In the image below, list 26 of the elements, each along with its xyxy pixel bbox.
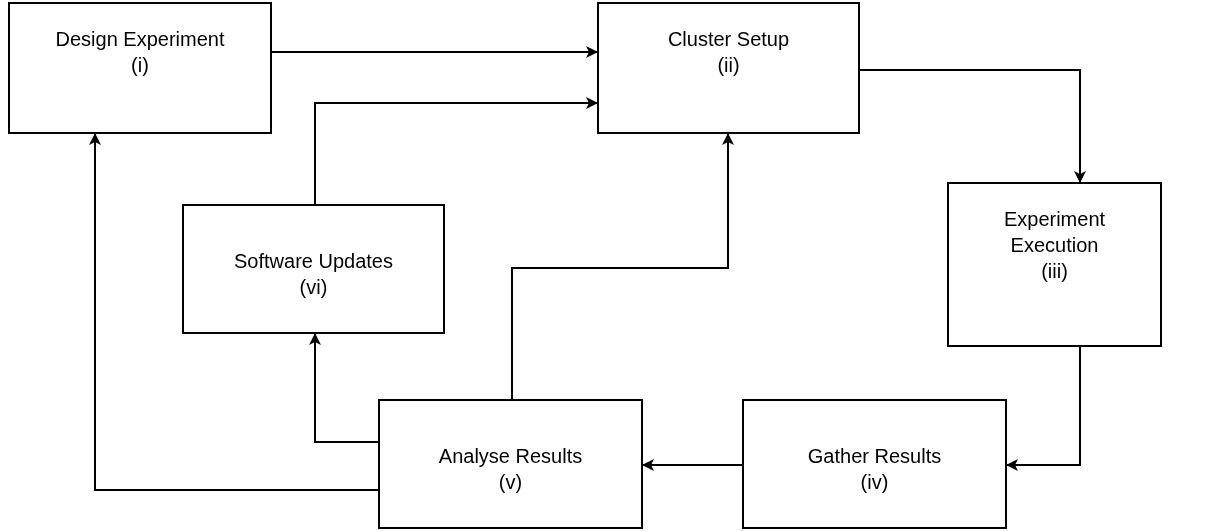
- arrow: [859, 69, 1086, 183]
- arrow: [271, 46, 598, 58]
- step-number: (vi): [299, 275, 328, 300]
- arrow: [1006, 346, 1081, 471]
- step-title: Software Updates: [234, 249, 393, 274]
- process-box: [8, 2, 272, 134]
- process-box: [378, 399, 643, 529]
- step-title: Design Experiment: [55, 27, 225, 52]
- arrow: [314, 97, 598, 205]
- step-number: (i): [131, 53, 149, 78]
- step-number: (iii): [1041, 259, 1068, 284]
- process-box: [947, 182, 1162, 347]
- arrow: [309, 333, 379, 443]
- step-title: Analyse Results: [438, 444, 583, 469]
- process-box: [182, 204, 445, 334]
- arrow: [642, 459, 743, 471]
- step-title: Cluster Setup: [667, 27, 790, 52]
- step-number: (iv): [860, 470, 889, 495]
- step-number: (ii): [717, 53, 740, 78]
- arrow: [89, 133, 379, 491]
- step-title: Experiment Execution: [1002, 207, 1107, 258]
- step-number: (v): [498, 470, 523, 495]
- step-title: Gather Results: [807, 444, 942, 469]
- process-box: [742, 399, 1007, 529]
- process-box: [597, 2, 860, 134]
- arrow: [511, 133, 734, 400]
